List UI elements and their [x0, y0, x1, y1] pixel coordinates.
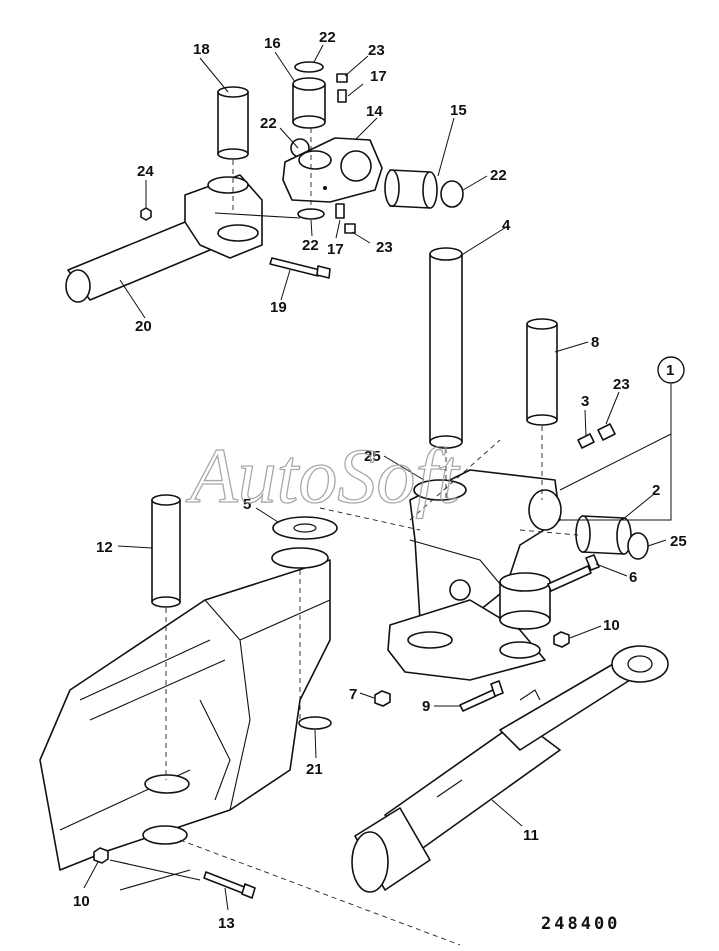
arm-tube	[65, 174, 301, 303]
callout-17-bottom: 17	[327, 241, 344, 258]
callout-24: 24	[137, 163, 154, 180]
grease-nipple-3	[577, 433, 595, 449]
pin-4	[429, 247, 463, 449]
washer-22-top	[294, 61, 324, 73]
callout-9: 9	[422, 698, 430, 715]
grease-nipple-23-right	[597, 423, 616, 441]
callout-10-right: 10	[603, 617, 620, 634]
swivel-14	[282, 137, 383, 203]
callout-22-right: 22	[490, 167, 507, 184]
callout-21: 21	[306, 761, 323, 778]
bolt-6-head	[585, 554, 600, 571]
callout-1: 1	[666, 362, 674, 379]
callout-18: 18	[193, 41, 210, 58]
alignment-lines	[165, 128, 579, 946]
callout-16: 16	[264, 35, 281, 52]
washer-22-right	[440, 180, 464, 208]
callout-7: 7	[349, 686, 357, 703]
callout-8: 8	[591, 334, 599, 351]
callout-17-top: 17	[370, 68, 387, 85]
leader-lines	[83, 44, 672, 911]
callout-circle-1	[657, 356, 685, 384]
callout-12: 12	[96, 539, 113, 556]
callout-20: 20	[135, 318, 152, 335]
pin-8	[526, 318, 558, 426]
callout-5: 5	[243, 496, 251, 513]
callout-13: 13	[218, 915, 235, 932]
bush-2	[575, 515, 632, 555]
grease-nipple-23-bottom	[344, 223, 356, 234]
callout-4: 4	[502, 217, 511, 234]
bolt-19	[269, 257, 331, 279]
pin-12	[151, 494, 181, 608]
callout-22-bottom: 22	[302, 237, 319, 254]
grease-nipple-17-top	[337, 89, 347, 103]
callout-22-left: 22	[260, 115, 277, 132]
callout-23-right: 23	[613, 376, 630, 393]
nut-7	[374, 690, 391, 707]
callout-19: 19	[270, 299, 287, 316]
callout-6: 6	[629, 569, 637, 586]
callout-25-right: 25	[670, 533, 687, 550]
grease-nipple-23-top	[336, 73, 348, 83]
callout-23-top: 23	[368, 42, 385, 59]
callout-14: 14	[366, 103, 383, 120]
callout-11: 11	[523, 827, 539, 844]
bolt-6	[547, 565, 592, 592]
callout-15: 15	[450, 102, 467, 119]
callout-10-left: 10	[73, 893, 90, 910]
washer-22-bottom	[297, 208, 325, 220]
bush-16	[292, 77, 326, 129]
bolt-9	[459, 689, 497, 712]
watermark: AutoSoft	[185, 432, 461, 519]
callout-23-bottom: 23	[376, 239, 393, 256]
callout-22-top: 22	[319, 29, 336, 46]
drawing-number: 248400	[541, 914, 620, 934]
kingpost-bracket	[387, 469, 562, 681]
nut-10-left	[93, 847, 109, 864]
callout-2: 2	[652, 482, 660, 499]
callout-3: 3	[581, 393, 589, 410]
bolt-13	[203, 871, 256, 899]
nut-24	[140, 207, 152, 221]
bolt-9-head	[490, 680, 504, 697]
nut-10-right	[553, 631, 570, 648]
spacer	[499, 572, 551, 630]
washer-25-right	[627, 532, 649, 560]
pin-18	[217, 86, 249, 160]
bush-15	[384, 169, 438, 209]
washer-21	[298, 716, 332, 730]
hydraulic-ram	[351, 645, 669, 893]
grease-nipple-17-bottom	[335, 203, 345, 219]
boom-arm	[39, 547, 331, 891]
callout-25-left: 25	[364, 448, 381, 465]
